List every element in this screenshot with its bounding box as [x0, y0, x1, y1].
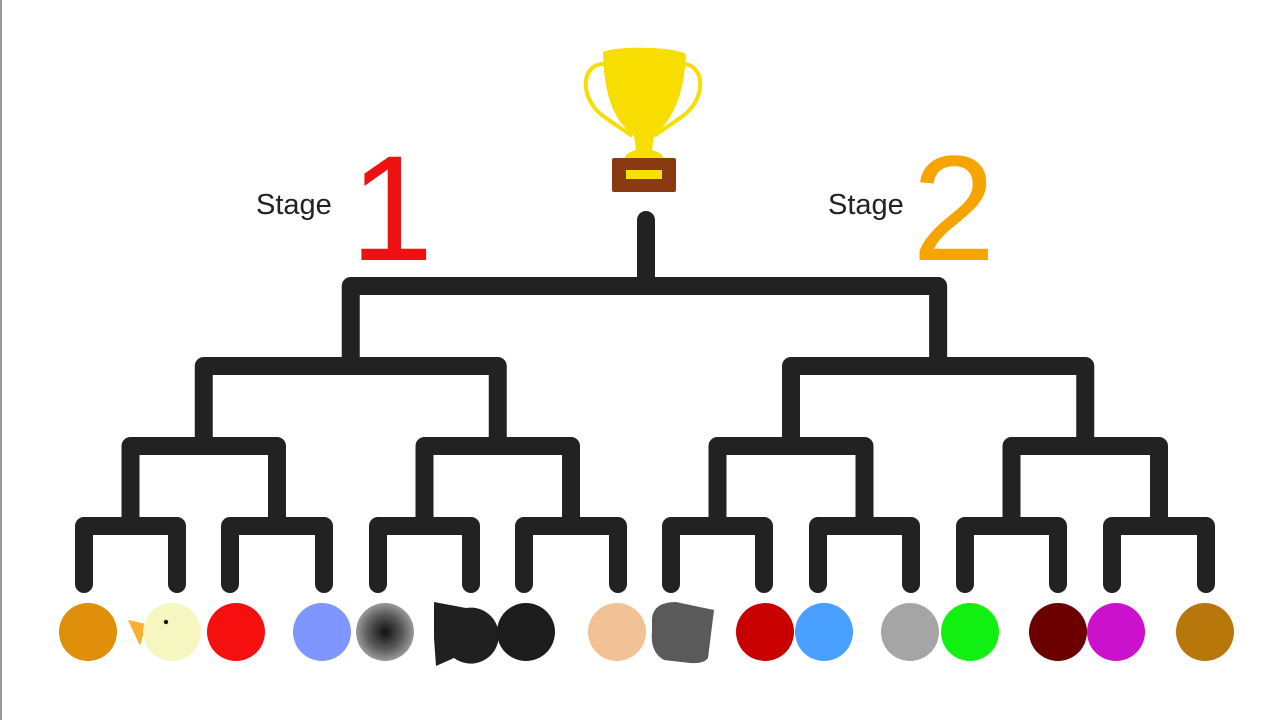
- player-sky-blue-ball: [795, 603, 853, 661]
- bracket-connector: [708, 437, 874, 535]
- player-yellow-chick: [128, 603, 201, 661]
- player-silver-ball: [881, 603, 939, 661]
- player-magenta-ball: [1087, 603, 1145, 661]
- bracket-connector: [194, 357, 507, 455]
- player-red-ball: [207, 603, 265, 661]
- player-green-ball: [941, 603, 999, 661]
- player-black-ball: [497, 603, 555, 661]
- player-black-pacman: [434, 602, 499, 666]
- bracket-connector: [415, 437, 580, 535]
- stage-1-label: Stage: [256, 189, 332, 221]
- player-crimson-ball: [736, 603, 794, 661]
- player-orange-ball: [59, 603, 117, 661]
- stage-2-label: Stage: [828, 189, 904, 221]
- player-peach-ball: [588, 603, 646, 661]
- trophy-icon: [583, 47, 703, 192]
- tournament-bracket: [75, 211, 1215, 593]
- bracket-connector: [782, 357, 1095, 455]
- player-periwinkle-ball: [293, 603, 351, 661]
- bracket-connector: [121, 437, 286, 535]
- player-dark-gray-blob: [651, 602, 714, 664]
- bracket-connector: [341, 277, 948, 375]
- player-gradient-gray-ball: [356, 603, 414, 661]
- player-maroon-ball: [1029, 603, 1087, 661]
- bracket-connector: [1002, 437, 1168, 535]
- frame-edge: [0, 0, 2, 720]
- player-row: [59, 602, 1234, 666]
- stage-2-number: 2: [912, 124, 995, 292]
- player-bronze-ball: [1176, 603, 1234, 661]
- stage-1-number: 1: [350, 124, 433, 292]
